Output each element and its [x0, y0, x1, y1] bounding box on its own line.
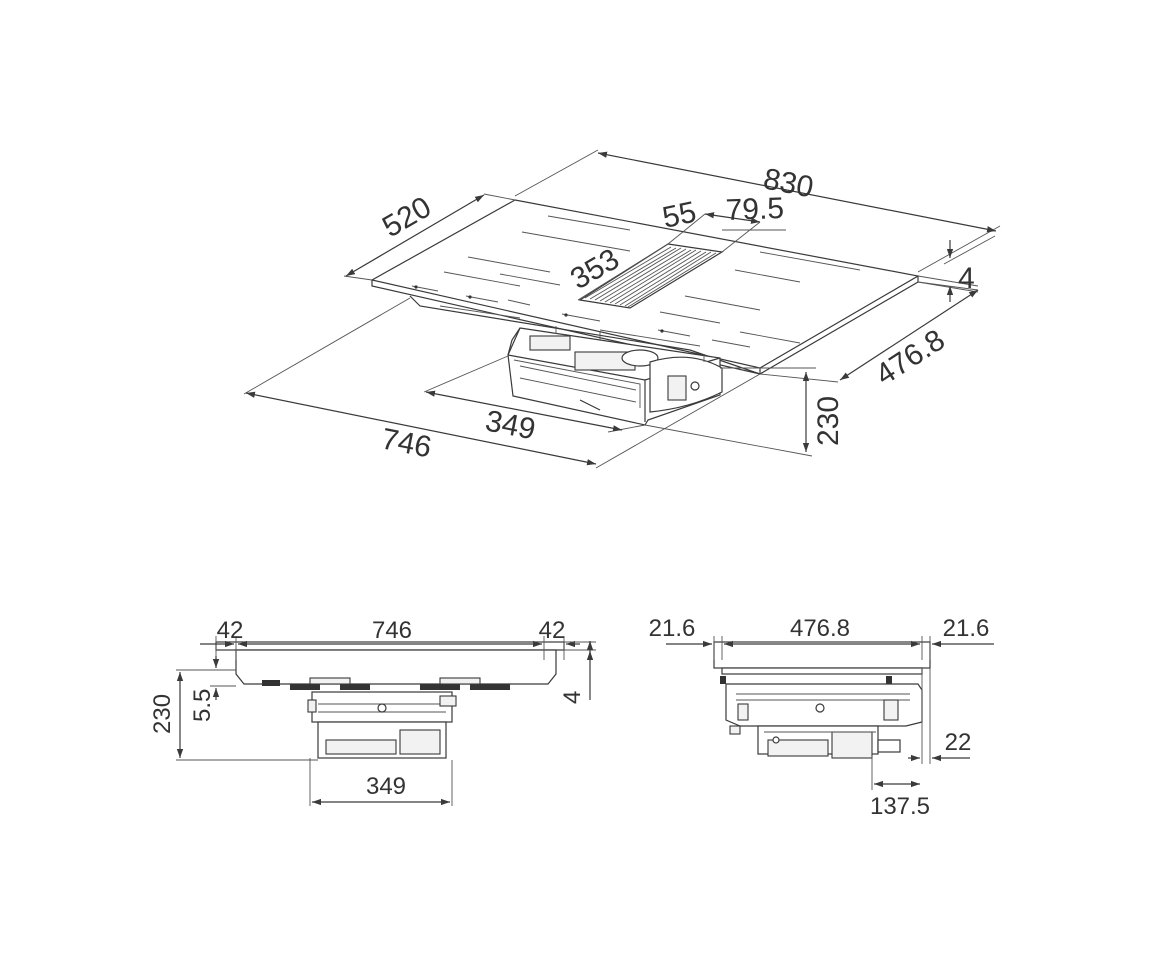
dim-label: 4 — [559, 691, 586, 704]
dim-label: 22 — [945, 729, 972, 756]
dim-label: 5.5 — [189, 689, 216, 722]
dim-label: 476.8 — [790, 615, 850, 642]
dim-iso-cutout-width: 746 — [243, 297, 761, 469]
side-frame — [725, 683, 923, 735]
dim-side-overhangs: 21.6 476.8 21.6 — [649, 615, 994, 660]
isometric-view: 830 520 55 79.5 353 — [243, 149, 1001, 469]
dim-front-glass-thickness: 4 — [559, 641, 596, 704]
dim-label: 21.6 — [649, 615, 696, 642]
dim-label: 42 — [217, 617, 244, 644]
dim-label: 55 — [660, 196, 700, 235]
front-view: 42 746 42 230 5.5 4 349 — [149, 617, 596, 806]
side-motor-housing — [757, 725, 901, 759]
dim-front-overhangs: 42 746 42 — [200, 617, 580, 660]
dim-iso-glass-thickness: 4 — [917, 235, 996, 302]
front-frame — [235, 649, 557, 685]
dim-label: 137.5 — [870, 793, 930, 820]
dim-front-height: 230 — [149, 669, 318, 761]
dim-label: 79.5 — [725, 192, 785, 227]
dim-iso-overall-width: 830 — [514, 149, 1001, 273]
dim-label: 520 — [377, 190, 437, 244]
cooking-zone-markings-right — [659, 251, 861, 344]
extractor-grille — [578, 243, 724, 309]
dim-front-frame-height: 5.5 — [189, 656, 236, 722]
dim-side-rear-offset: 22 — [908, 668, 971, 764]
dim-label: 21.6 — [943, 615, 990, 642]
front-motor-housing — [307, 691, 457, 759]
dim-label: 4 — [958, 262, 975, 295]
dim-label: 349 — [366, 773, 406, 800]
side-view: 21.6 476.8 21.6 22 137.5 — [649, 615, 994, 820]
dim-side-motor-offset: 137.5 — [870, 756, 930, 820]
dim-label: 230 — [149, 694, 176, 734]
hob-underside-frame — [409, 295, 761, 375]
dim-label: 230 — [812, 396, 845, 446]
dim-iso-extractor: 55 79.5 — [660, 192, 786, 253]
dim-front-motor-width: 349 — [309, 758, 453, 806]
dim-label: 349 — [483, 404, 538, 446]
dim-label: 42 — [539, 617, 566, 644]
control-panel-marks — [411, 285, 751, 348]
side-glass — [713, 641, 931, 669]
dim-label: 746 — [379, 422, 434, 464]
dim-label: 746 — [372, 617, 412, 644]
dim-iso-height: 230 — [644, 367, 845, 457]
